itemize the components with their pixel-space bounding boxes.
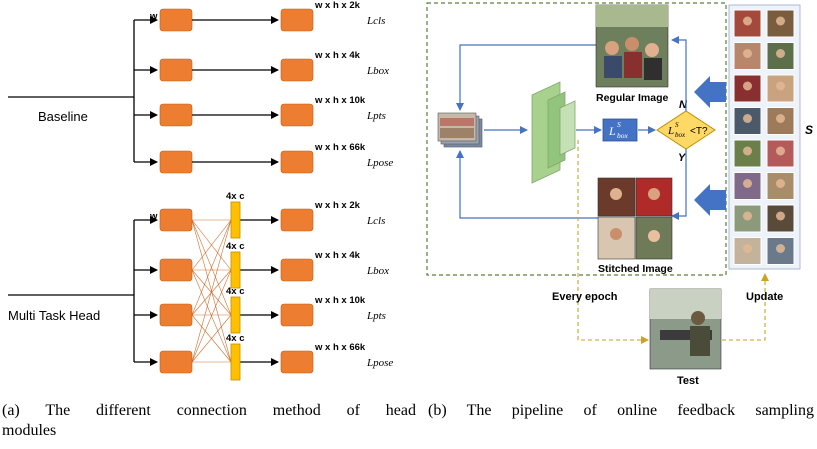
multitask-label: Multi Task Head xyxy=(8,308,100,323)
shared-feature-block xyxy=(230,251,241,289)
output-conv-block xyxy=(280,150,314,174)
loss-label: Lpts xyxy=(366,110,386,122)
feature-extractor xyxy=(531,81,576,184)
head-conv-block xyxy=(159,8,193,32)
stitched-image-label: Stitched Image xyxy=(598,263,673,275)
output-conv-block xyxy=(280,303,314,327)
head-conv-block xyxy=(159,208,193,232)
shared-feature-block xyxy=(230,201,241,239)
loss-label: Lpose xyxy=(366,157,393,169)
head-conv-block xyxy=(159,258,193,282)
shared-feature-dims: 4x c xyxy=(226,333,245,344)
output-dims: w x h x 66k xyxy=(314,142,366,153)
shared-feature-dims: 4x c xyxy=(226,241,245,252)
stitched-image xyxy=(597,177,673,260)
sample-arrow-top-icon xyxy=(694,76,726,108)
svg-text:box: box xyxy=(617,131,629,140)
head-conv-block xyxy=(159,303,193,327)
sample-set-label: S xyxy=(805,123,813,137)
caption-a: (a) The different connection method of h… xyxy=(2,402,416,419)
svg-text:L: L xyxy=(667,125,674,137)
test-image xyxy=(649,288,722,370)
svg-text:<T?: <T? xyxy=(690,126,708,137)
output-dims: w x h x 4k xyxy=(314,50,361,61)
head-row: w x h x 4k Lbox xyxy=(134,250,389,282)
output-dims: w x h x 10k xyxy=(314,295,366,306)
output-conv-block xyxy=(280,350,314,374)
multitask-diagram: Multi Task Head w x h x c xyxy=(8,211,190,362)
regular-image-label: Regular Image xyxy=(596,92,669,104)
test-label: Test xyxy=(677,375,699,387)
svg-text:box: box xyxy=(675,131,686,139)
loss-label: Lbox xyxy=(366,265,389,277)
cross-connections xyxy=(191,219,232,363)
head-conv-block xyxy=(159,150,193,174)
output-conv-block xyxy=(280,208,314,232)
head-row: w x h x 2k Lcls xyxy=(134,0,385,32)
output-conv-block xyxy=(280,8,314,32)
output-dims: w x h x 4k xyxy=(314,250,361,261)
svg-text:S: S xyxy=(675,121,679,129)
output-dims: w x h x 66k xyxy=(314,342,366,353)
loss-label: Lcls xyxy=(366,215,385,227)
shared-feature-block xyxy=(230,296,241,334)
output-conv-block xyxy=(280,258,314,282)
svg-text:L: L xyxy=(608,124,616,138)
regular-image xyxy=(595,4,669,88)
head-row: w x h x 4k Lbox xyxy=(134,50,389,82)
shared-feature-dims: 4x c xyxy=(226,191,245,202)
shared-feature-dims: 4x c xyxy=(226,286,245,297)
head-conv-block xyxy=(159,103,193,127)
box-loss-node: L S box xyxy=(602,118,638,142)
loss-label: Lcls xyxy=(366,15,385,27)
output-dims: w x h x 2k xyxy=(314,200,361,211)
training-loop-frame xyxy=(426,2,727,276)
sample-arrow-bottom-icon xyxy=(694,184,726,216)
baseline-diagram: Baseline w x h x c xyxy=(8,11,190,162)
sample-set-thumbnails xyxy=(733,9,795,265)
branch-no-label: N xyxy=(679,99,688,111)
head-conv-block xyxy=(159,350,193,374)
loss-label: Lpose xyxy=(366,357,393,369)
caption-a-continued: modules xyxy=(2,422,57,439)
shared-feature-block xyxy=(230,343,241,381)
head-row: w x h x 2k Lcls xyxy=(134,200,385,232)
head-conv-block xyxy=(159,58,193,82)
update-label: Update xyxy=(746,291,783,303)
output-conv-block xyxy=(280,103,314,127)
svg-text:S: S xyxy=(617,120,621,129)
every-epoch-label: Every epoch xyxy=(552,291,618,303)
output-dims: w x h x 10k xyxy=(314,95,366,106)
branch-yes-label: Y xyxy=(678,152,687,164)
caption-b: (b) The pipeline of online feedback samp… xyxy=(428,402,814,419)
output-conv-block xyxy=(280,58,314,82)
input-image-stack xyxy=(437,112,483,148)
output-dims: w x h x 2k xyxy=(314,0,361,11)
baseline-label: Baseline xyxy=(38,109,88,124)
loss-label: Lbox xyxy=(366,65,389,77)
loss-label: Lpts xyxy=(366,310,386,322)
threshold-decision: L S box <T? xyxy=(656,110,716,150)
